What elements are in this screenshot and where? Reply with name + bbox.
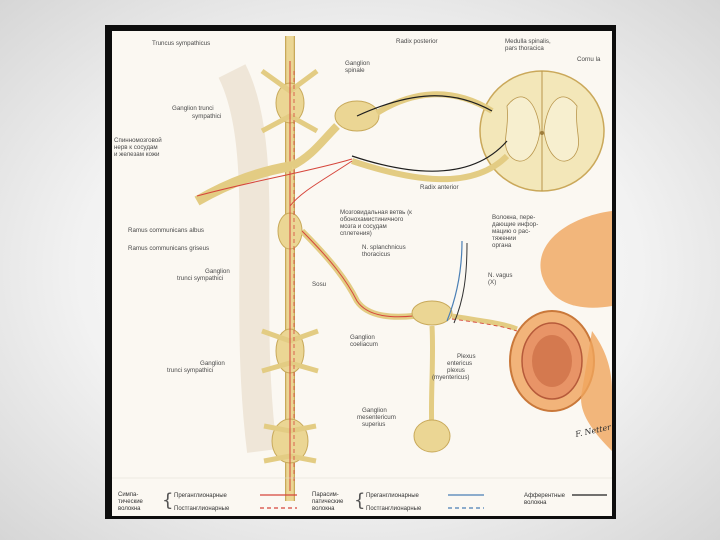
label-cornu: Cornu la [577, 56, 601, 63]
legend-afferent-2: волокна [524, 500, 547, 506]
label-medullary-4: сплетения) [340, 230, 372, 237]
svg-text:{: { [354, 490, 365, 511]
label-ganglion-coeliacum-2: coeliacum [350, 341, 378, 348]
label-ganglion-spinale-1: Ganglion [345, 60, 370, 67]
svg-text:{: { [162, 490, 173, 511]
label-radix-posterior: Radix posterior [396, 38, 438, 45]
label-mesenteric-3: superius [362, 421, 385, 428]
label-medullary-3: мозга и сосудам [340, 223, 387, 230]
legend-post-para: Постганглионарные [366, 506, 422, 512]
label-ramus-albus: Ramus communicans albus [128, 227, 204, 234]
legend-somatic-2: тические [118, 499, 144, 505]
legend-somatic-1: Симпа- [118, 492, 138, 498]
label-medulla-2: pars thoracica [505, 45, 544, 52]
label-ramus-griseus: Ramus communicans griseus [128, 245, 209, 252]
label-truncus: Truncus sympathicus [152, 40, 210, 47]
label-ganglion-spinale-2: spinale [345, 67, 365, 74]
label-ganglion-trunci-low-2: trunci sympathici [167, 367, 213, 374]
label-mesenteric-1: Ganglion [362, 407, 387, 414]
label-plexus-1: Plexus [457, 353, 476, 360]
legend-pre-symp: Преганглионарные [174, 493, 228, 499]
label-ganglion-trunci-top-1: Ganglion trunci [172, 105, 214, 112]
label-mesenteric-2: mesentericum [357, 414, 396, 421]
label-plexus-4: (myentericus) [432, 374, 469, 381]
label-afferent-2: дающие инфор- [492, 221, 538, 228]
label-medullary-2: обонохамистиничного [340, 216, 404, 223]
label-afferent-3: мацию о рас- [492, 228, 530, 235]
anatomy-plate: Truncus sympathicus Radix posterior Medu… [112, 31, 612, 516]
label-spinal-nerve-3: и железам кожи [114, 151, 160, 158]
label-ganglion-trunci-mid-1: Ganglion [205, 268, 230, 275]
label-afferent-1: Волокна, пере- [492, 214, 535, 221]
legend-pre-para: Преганглионарные [366, 493, 420, 499]
label-sosu: Sosu [312, 281, 327, 288]
label-vagus-2: (X) [488, 279, 496, 286]
autonomic-nervous-system-diagram: Truncus sympathicus Radix posterior Medu… [112, 31, 612, 516]
legend-afferent-1: Афферентные [524, 493, 566, 499]
legend-para-1: Парасим- [312, 492, 339, 498]
label-splanchnicus-2: thoracicus [362, 251, 390, 258]
label-ganglion-coeliacum-1: Ganglion [350, 334, 375, 341]
label-afferent-4: тяжении [492, 235, 517, 242]
label-afferent-5: органа [492, 242, 512, 249]
label-ganglion-trunci-top-2: sympathici [192, 113, 221, 120]
label-plexus-2: entericus [447, 360, 472, 367]
label-plexus-3: plexus [447, 367, 465, 374]
label-spinal-nerve-2: нерв к сосудам [114, 144, 158, 151]
label-medullary-1: Мозговидальная ветвь (к [340, 209, 412, 216]
label-vagus-1: N. vagus [488, 272, 512, 279]
legend-somatic-3: волокна [118, 506, 141, 512]
spinal-cord-section [480, 71, 604, 191]
label-radix-anterior: Radix anterior [420, 184, 459, 191]
label-splanchnicus-1: N. splanchnicus [362, 244, 406, 251]
label-spinal-nerve-1: Спинномозговой [114, 137, 162, 144]
legend-para-3: волокна [312, 506, 335, 512]
label-medulla-1: Medulla spinalis, [505, 38, 551, 45]
legend-para-2: патические [312, 499, 344, 505]
label-ganglion-trunci-low-1: Ganglion [200, 360, 225, 367]
legend-post-symp: Постганглионарные [174, 506, 230, 512]
label-ganglion-trunci-mid-2: trunci sympathici [177, 275, 223, 282]
